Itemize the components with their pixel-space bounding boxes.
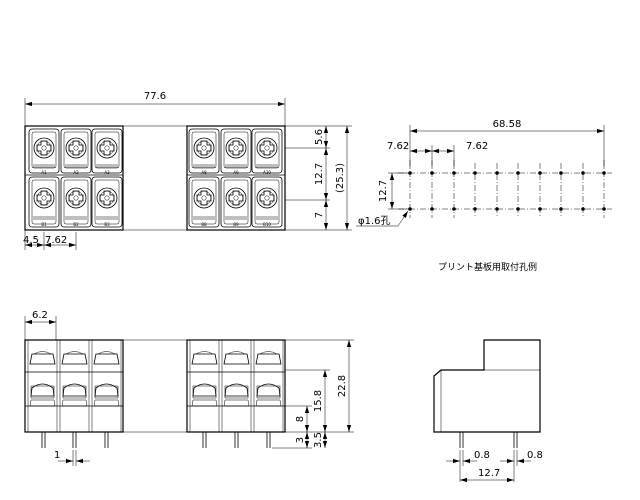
dim-pin-width: 1: [54, 450, 60, 461]
dim-pitch-height: 12.7: [314, 163, 325, 185]
dim-pcb-span: 68.58: [493, 119, 522, 130]
label-b8: B8: [201, 222, 207, 227]
end-view: 0.8 0.8 12.7: [433, 339, 543, 483]
label-a8: A8: [201, 170, 207, 175]
dim-standoff: 3: [295, 437, 306, 443]
dim-bottom-height: 7: [314, 212, 325, 218]
dim-cell-width: 6.2: [32, 310, 48, 321]
dim-pcb-row-spacing: 12.7: [378, 180, 389, 202]
dim-pin-thickness-right: 0.8: [527, 450, 543, 461]
label-b10: B10: [263, 222, 271, 227]
dim-pcb-pitch-right: 7.62: [466, 141, 488, 152]
dim-pin-spacing: 12.7: [478, 468, 500, 479]
dim-mid-height: 15.8: [313, 390, 324, 412]
pcb-caption: プリント基板用取付孔例: [438, 261, 537, 273]
label-a1: A1: [41, 170, 47, 175]
label-b9: B9: [233, 222, 239, 227]
hole-callout: φ1.6孔: [358, 215, 391, 227]
dim-pitch: 7.62: [45, 235, 67, 246]
label-a2: A2: [73, 170, 79, 175]
dim-pin-length: 3.5: [313, 432, 324, 448]
label-a10: A10: [263, 170, 271, 175]
dim-edge-offset: 4.5: [23, 235, 39, 246]
label-a9: A9: [233, 170, 239, 175]
front-view: 77.6 A1 A2 A3 A8 A9 A10 B1 B2 B3 B8: [23, 91, 352, 250]
label-b3: B3: [104, 222, 110, 227]
dim-total-height-ref: (25.3): [335, 163, 346, 193]
side-view: 6.2 1: [24, 310, 354, 466]
pcb-hole-layout: 68.58 7.62 7.62: [356, 119, 612, 273]
dim-pcb-pitch-left: 7.62: [387, 141, 409, 152]
dim-lower-height: 8: [295, 416, 306, 422]
dim-top-height: 5.6: [314, 129, 325, 145]
dim-pin-thickness-left: 0.8: [474, 450, 490, 461]
label-a3: A3: [104, 170, 110, 175]
dim-overall-height: 22.8: [337, 375, 348, 397]
dim-overall-width: 77.6: [144, 91, 166, 102]
label-b2: B2: [73, 222, 79, 227]
label-b1: B1: [41, 222, 47, 227]
